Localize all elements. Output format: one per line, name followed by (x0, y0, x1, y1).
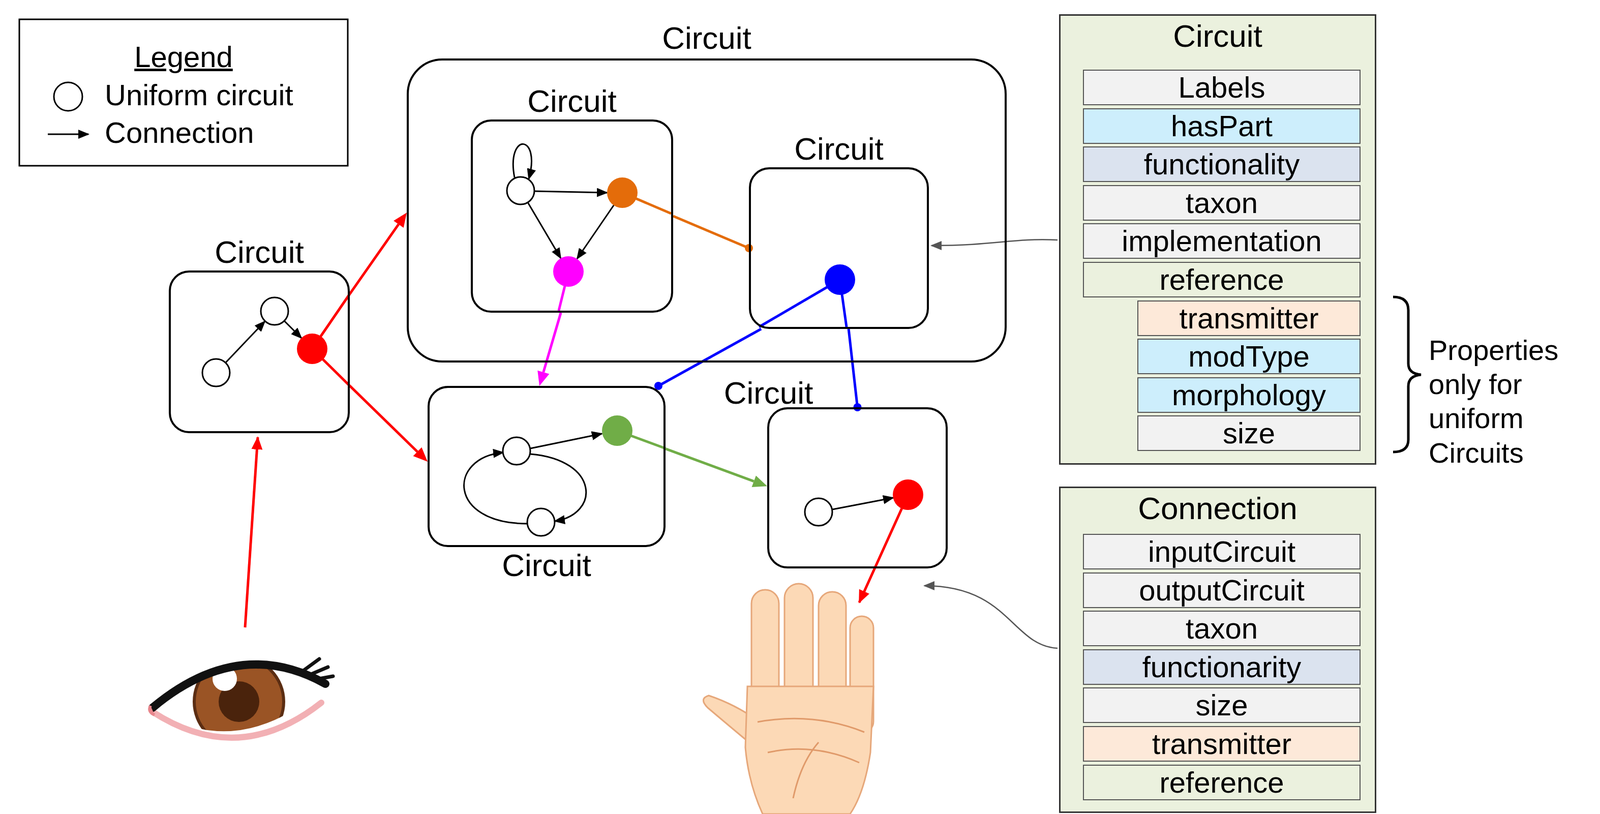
circuit-box: CircuitCircuitCircuit (406, 58, 1007, 363)
field-text: functionarity (1142, 650, 1302, 684)
property-field: morphology (1137, 377, 1361, 413)
circuit-box: Circuit (470, 119, 674, 313)
field-text: taxon (1185, 186, 1258, 220)
connection (848, 328, 862, 412)
arrowhead (537, 370, 550, 386)
circuit-heading: Circuit (527, 83, 617, 119)
field-text: size (1195, 688, 1248, 722)
field-text: functionality (1143, 147, 1300, 181)
panel-heading: Circuit (1060, 18, 1375, 54)
property-field: transmitter (1082, 726, 1361, 762)
property-panel: CircuitLabels hasPart functionality taxon im… (1059, 14, 1377, 465)
connection-line (848, 328, 858, 408)
hand-illustration (703, 583, 874, 814)
property-field: reference (1082, 261, 1361, 298)
connection-line (349, 224, 399, 294)
property-field: taxon (1082, 185, 1361, 221)
arrowhead (393, 212, 407, 228)
property-panel: Connection inputCircuit outputCircuit taxon… (1059, 486, 1377, 813)
connection-line (543, 312, 561, 373)
property-field: transmitter (1137, 300, 1361, 337)
field-text: reference (1159, 263, 1284, 296)
internal-connections (225, 143, 894, 524)
legend-title: Legend (134, 40, 233, 74)
output-arrow (859, 494, 909, 603)
circuit-heading: Circuit (501, 548, 592, 583)
circuit-box: Circuit (748, 167, 929, 329)
connection-line (665, 448, 754, 482)
property-field: modType (1137, 338, 1361, 375)
field-text: hasPart (1170, 109, 1273, 143)
connection-line (349, 385, 418, 452)
circuit-heading: Circuit (661, 20, 752, 56)
circuit-box: Circuit (767, 407, 948, 569)
leader-line (924, 585, 1058, 649)
property-field: outputCircuit (1082, 572, 1361, 609)
circuit-box: Circuit (168, 270, 350, 434)
brace (1393, 296, 1422, 452)
arrowhead (413, 447, 428, 462)
panel-heading: Connection (1060, 491, 1375, 526)
property-field: size (1137, 415, 1361, 451)
circuit-heading: Circuit (723, 375, 814, 411)
connection (537, 312, 561, 386)
bracket-note: Properties only for uniform Circuits (1428, 333, 1592, 470)
leader-line (931, 239, 1058, 246)
connection (673, 216, 753, 253)
arrowhead (751, 475, 768, 488)
legend-text: Uniform circuit (104, 78, 294, 112)
legend-text: Connection (104, 116, 254, 149)
input-arrow (245, 437, 258, 628)
connection (349, 212, 407, 294)
field-text: reference (1159, 766, 1284, 799)
property-field: functionarity (1082, 649, 1361, 685)
connection-terminal (654, 381, 663, 390)
property-field: hasPart (1082, 108, 1361, 144)
circuit-heading: Circuit (794, 131, 884, 167)
property-field: functionality (1082, 146, 1361, 183)
property-field: size (1082, 687, 1361, 723)
connection (665, 448, 768, 488)
property-field: inputCircuit (1082, 533, 1361, 570)
connection (349, 385, 428, 462)
field-text: outputCircuit (1138, 574, 1305, 607)
circuit-box: Circuit (427, 385, 666, 548)
field-text: transmitter (1179, 302, 1319, 335)
field-text: implementation (1121, 224, 1322, 258)
field-text: modType (1188, 340, 1310, 373)
property-field: reference (1082, 764, 1361, 801)
field-text: transmitter (1152, 727, 1292, 761)
property-field: taxon (1082, 610, 1361, 647)
uniform-circuits (202, 176, 924, 536)
field-text: Labels (1178, 71, 1266, 104)
connection-line (673, 216, 749, 249)
legend-arrow (47, 133, 89, 136)
legend-circle (53, 82, 83, 111)
field-text: morphology (1171, 378, 1326, 412)
property-field: implementation (1082, 223, 1361, 259)
eye-illustration (149, 656, 334, 747)
circuit-heading: Circuit (214, 234, 305, 270)
property-field: Labels (1082, 69, 1361, 106)
legend-box (19, 19, 348, 166)
field-text: taxon (1185, 612, 1258, 645)
field-text: size (1222, 416, 1276, 450)
connection-stubs (312, 192, 847, 449)
field-text: inputCircuit (1148, 535, 1296, 568)
